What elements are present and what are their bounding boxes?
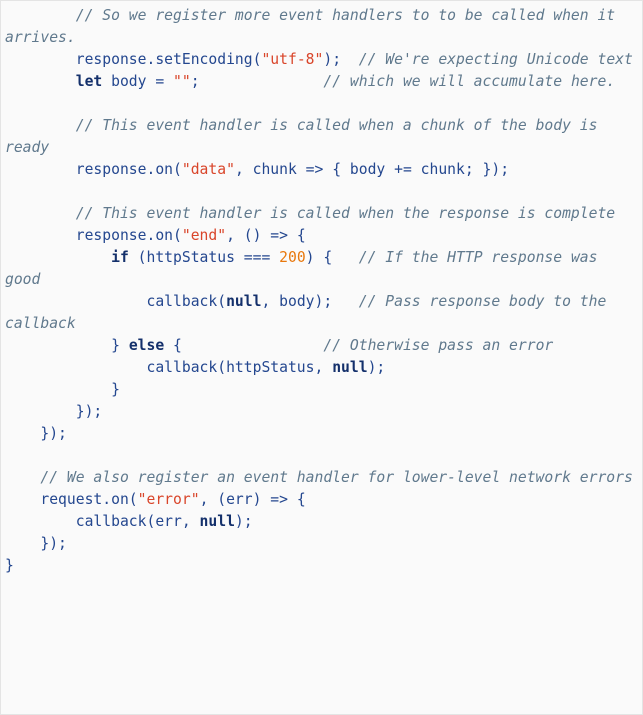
code-token-str: "utf-8": [261, 51, 324, 68]
code-token-com: // We also register an event handler for…: [40, 469, 633, 486]
code-token-str: "": [173, 73, 191, 90]
code-token-com: // This event handler is called when a c…: [5, 117, 607, 156]
code-token-plain: response.setEncoding(: [5, 51, 262, 68]
code-token-com: // which we will accumulate here.: [323, 73, 616, 90]
code-token-num: 200: [279, 249, 306, 266]
code-line: request.on("error", (err) => {: [5, 491, 306, 508]
code-token-plain: response.on(: [5, 161, 182, 178]
code-token-kw: if: [111, 249, 129, 266]
code-token-plain: ) {: [305, 249, 359, 266]
code-line: response.on("data", chunk => { body += c…: [5, 161, 509, 178]
code-line: // This event handler is called when a c…: [5, 117, 606, 156]
code-token-plain: callback(err,: [5, 513, 200, 530]
code-token-com: // Pass response body to the callback: [5, 293, 616, 332]
code-line: callback(err, null);: [5, 513, 253, 530]
code-token-com: // So we register more event handlers to…: [5, 7, 624, 46]
code-line: response.setEncoding("utf-8"); // We're …: [5, 51, 633, 68]
code-line: // This event handler is called when the…: [5, 205, 615, 222]
code-token-plain: );: [234, 513, 253, 530]
code-listing[interactable]: // So we register more event handlers to…: [5, 5, 636, 577]
code-token-plain: , body);: [261, 293, 359, 310]
code-line: });: [5, 403, 103, 420]
code-line: callback(null, body); // Pass response b…: [5, 293, 615, 332]
code-token-com: // If the HTTP response was good: [5, 249, 607, 288]
code-line: } else { // Otherwise pass an error: [5, 337, 553, 354]
code-token-plain: {: [164, 337, 324, 354]
code-token-plain: callback(: [5, 293, 227, 310]
code-token-plain: response.on(: [5, 227, 182, 244]
code-token-kw: null: [332, 359, 368, 376]
code-token-plain: }: [5, 337, 129, 354]
code-token-plain: [5, 205, 76, 222]
code-token-plain: (httpStatus ===: [128, 249, 280, 266]
code-token-plain: });: [5, 403, 103, 420]
code-line: }: [5, 557, 14, 574]
code-token-com: // Otherwise pass an error: [323, 337, 554, 354]
code-line: });: [5, 535, 67, 552]
code-token-kw: null: [226, 293, 262, 310]
code-line: // We also register an event handler for…: [5, 469, 633, 486]
code-token-kw: null: [199, 513, 235, 530]
code-token-plain: }: [5, 557, 14, 574]
code-token-plain: , (err) => {: [199, 491, 306, 508]
code-token-plain: ;: [190, 73, 324, 90]
code-token-plain: , chunk => { body += chunk; });: [234, 161, 510, 178]
code-token-plain: });: [5, 425, 67, 442]
code-token-kw: let: [75, 73, 103, 90]
code-token-plain: [5, 73, 76, 90]
code-token-plain: );: [323, 51, 359, 68]
code-token-str: "data": [181, 161, 235, 178]
code-token-plain: callback(httpStatus,: [5, 359, 333, 376]
code-token-com: // We're expecting Unicode text: [358, 51, 633, 68]
code-token-str: "end": [181, 227, 227, 244]
code-token-plain: [5, 7, 76, 24]
code-line: let body = ""; // which we will accumula…: [5, 73, 615, 90]
code-line: });: [5, 425, 67, 442]
code-token-plain: [5, 249, 111, 266]
code-line: response.on("end", () => {: [5, 227, 306, 244]
code-token-str: "error": [137, 491, 200, 508]
code-token-plain: request.on(: [5, 491, 138, 508]
code-line: if (httpStatus === 200) { // If the HTTP…: [5, 249, 606, 288]
code-token-plain: );: [367, 359, 386, 376]
code-token-plain: , () => {: [226, 227, 306, 244]
code-line: // So we register more event handlers to…: [5, 7, 624, 46]
code-token-plain: body =: [102, 73, 174, 90]
code-token-plain: [5, 117, 76, 134]
code-token-plain: [5, 469, 40, 486]
code-line: callback(httpStatus, null);: [5, 359, 385, 376]
code-token-plain: });: [5, 535, 67, 552]
code-token-com: // This event handler is called when the…: [75, 205, 616, 222]
code-line: }: [5, 381, 120, 398]
code-token-kw: else: [128, 337, 165, 354]
code-token-plain: }: [5, 381, 120, 398]
